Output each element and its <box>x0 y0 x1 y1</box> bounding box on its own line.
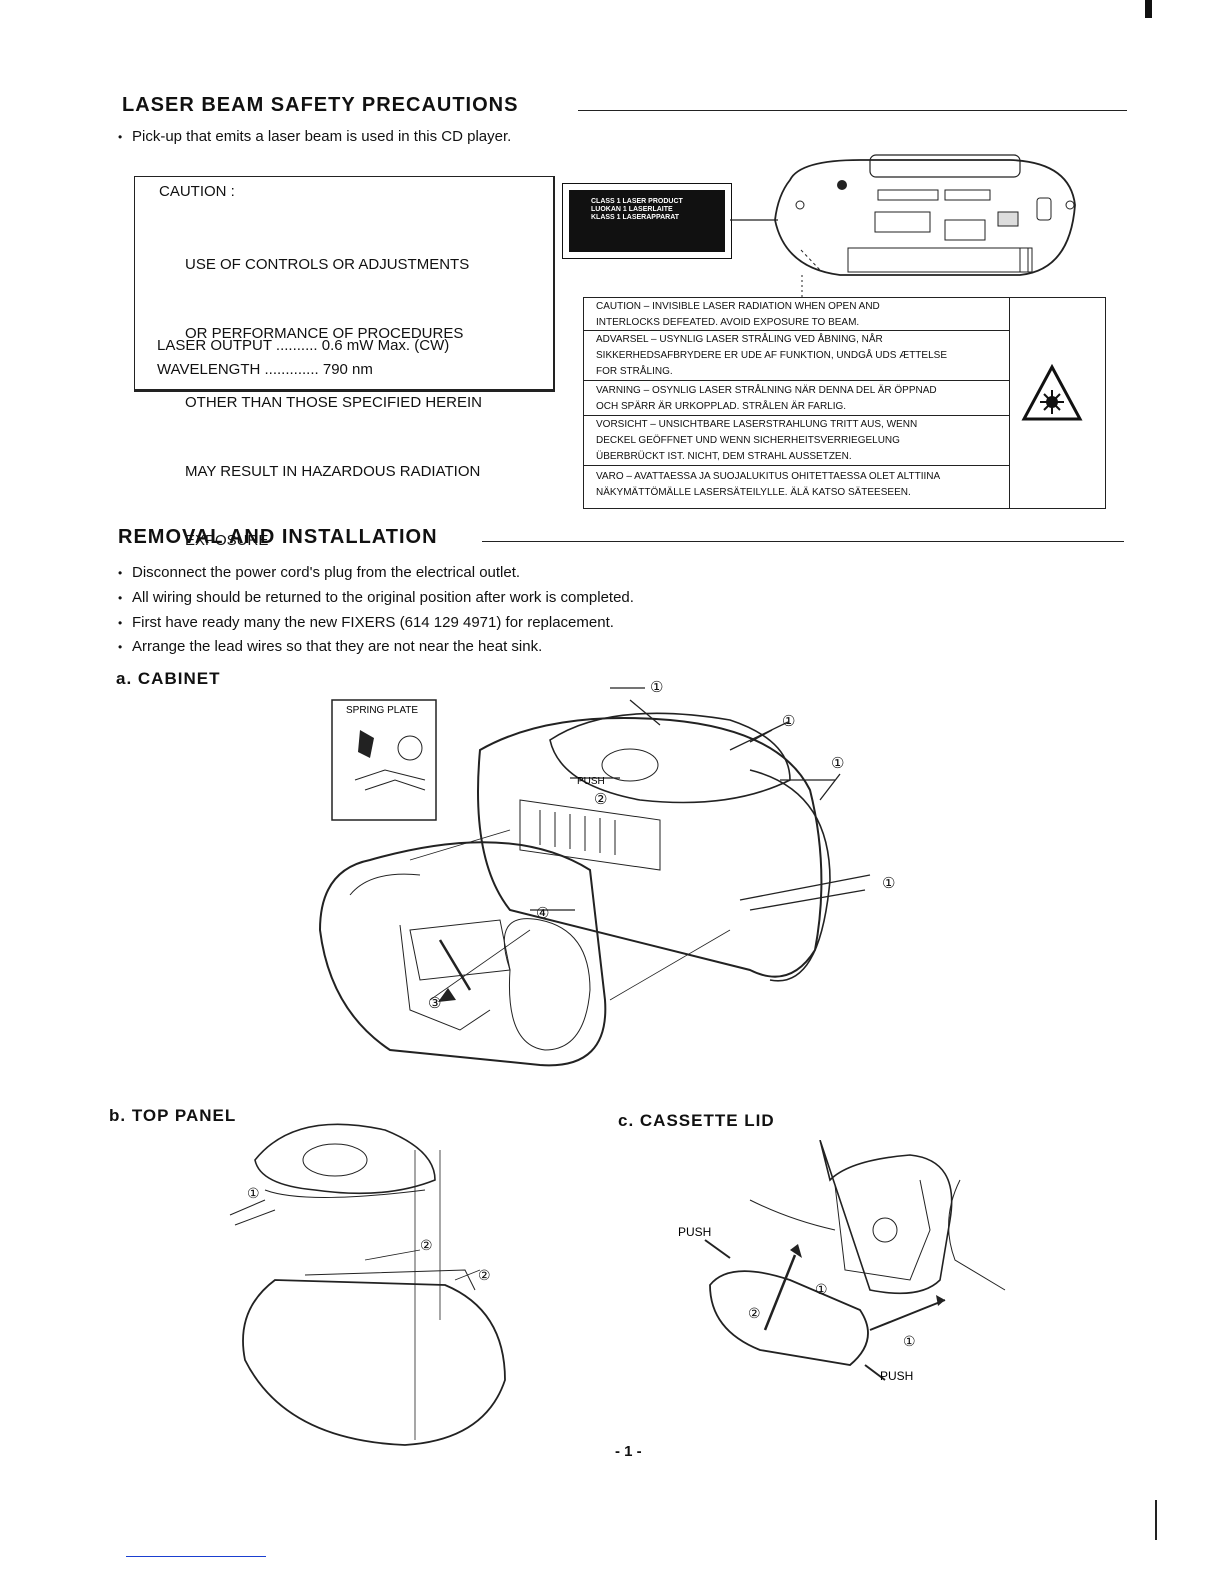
class-label-line: KLASS 1 LASERAPPARAT <box>591 214 680 221</box>
caution-line: OR PERFORMANCE OF PROCEDURES <box>185 325 464 342</box>
spring-plate-label: SPRING PLATE <box>346 705 418 716</box>
warning-row-caution: CAUTION – INVISIBLE LASER RADIATION WHEN… <box>584 298 1009 331</box>
warning-line: VORSICHT – UNSICHTBARE LASERSTRAHLUNG TR… <box>596 419 918 430</box>
warning-line: ÜBERBRÜCKT IST. NICHT, DEM STRAHL AUSSET… <box>596 451 852 462</box>
caution-heading: CAUTION : <box>159 183 235 200</box>
warning-line: NÄKYMÄTTÖMÄLLE LASERSÄTEILYLLE. ÄLÄ KATS… <box>596 487 911 498</box>
removal-title-rule <box>482 541 1124 542</box>
warning-line: SIKKERHEDSAFBRYDERE ER UDE AF FUNKTION, … <box>596 350 947 361</box>
class-label-line: LUOKAN 1 LASERLAITE <box>591 206 673 213</box>
class-1-laser-label: CLASS 1 LASER PRODUCT LUOKAN 1 LASERLAIT… <box>562 183 732 259</box>
cassette-callout: ① <box>815 1281 828 1297</box>
caution-box: CAUTION : USE OF CONTROLS OR ADJUSTMENTS… <box>134 176 555 549</box>
cabinet-callout: ① <box>882 875 895 892</box>
cassette-lid-title: c. CASSETTE LID <box>618 1111 775 1130</box>
top-panel-callout: ② <box>478 1267 491 1283</box>
caution-line: EXPOSURE <box>185 532 269 549</box>
warning-line: VARNING – OSYNLIG LASER STRÅLNING NÄR DE… <box>596 385 937 396</box>
cassette-push-label: PUSH <box>880 1369 913 1383</box>
cabinet-callout: ① <box>831 755 844 772</box>
warning-line: FOR STRÅLING. <box>596 366 673 377</box>
wavelength: WAVELENGTH ............. 790 nm <box>157 361 373 378</box>
class-label-line: CLASS 1 LASER PRODUCT <box>591 198 683 205</box>
removal-bullet: Arrange the lead wires so that they are … <box>118 638 542 655</box>
warning-line: ADVARSEL – USYNLIG LASER STRÅLING VED ÅB… <box>596 334 883 345</box>
warning-row-vorsicht: VORSICHT – UNSICHTBARE LASERSTRAHLUNG TR… <box>584 416 1009 466</box>
cabinet-callout: ③ <box>428 995 441 1012</box>
warning-row-varo: VARO – AVATTAESSA JA SUOJALUKITUS OHITET… <box>584 466 1009 506</box>
cassette-lid-diagram: ① ① ② PUSH PUSH <box>678 1140 1006 1383</box>
top-panel-callout: ① <box>247 1185 260 1201</box>
warning-line: INTERLOCKS DEFEATED. AVOID EXPOSURE TO B… <box>596 317 860 328</box>
cassette-callout: ② <box>748 1305 761 1321</box>
removal-bullet: All wiring should be returned to the ori… <box>118 589 634 606</box>
cabinet-callout: ④ <box>536 905 549 922</box>
warning-line: CAUTION – INVISIBLE LASER RADIATION WHEN… <box>596 301 880 312</box>
cabinet-callout: ② <box>594 791 607 808</box>
class-label-plate: CLASS 1 LASER PRODUCT LUOKAN 1 LASERLAIT… <box>569 190 725 252</box>
laser-bullet: Pick-up that emits a laser beam is used … <box>118 128 511 145</box>
laser-warning-table: CAUTION – INVISIBLE LASER RADIATION WHEN… <box>583 297 1106 509</box>
caution-line: OTHER THAN THOSE SPECIFIED HEREIN <box>185 394 482 411</box>
warning-line: OCH SPÄRR ÄR URKOPPLAD. STRÅLEN ÄR FARLI… <box>596 401 847 412</box>
laser-section-title: LASER BEAM SAFETY PRECAUTIONS <box>122 94 519 116</box>
warning-line: DECKEL GEÖFFNET UND WENN SICHERHEITSVERR… <box>596 435 900 446</box>
removal-section-title: REMOVAL AND INSTALLATION <box>118 526 438 548</box>
page-number: - 1 - <box>615 1443 642 1460</box>
warning-line: VARO – AVATTAESSA JA SUOJALUKITUS OHITET… <box>596 471 941 482</box>
scan-underline <box>126 1556 266 1557</box>
cabinet-push-label: PUSH <box>577 776 605 787</box>
laser-title-rule <box>578 110 1127 111</box>
top-panel-title: b. TOP PANEL <box>109 1106 237 1125</box>
laser-output: LASER OUTPUT .......... 0.6 mW Max. (CW) <box>157 337 450 354</box>
laser-hazard-icon <box>1021 364 1083 421</box>
caution-line: USE OF CONTROLS OR ADJUSTMENTS <box>185 256 470 273</box>
cabinet-exploded-diagram: SPRING PLATE ① ① ① ① ② ③ ④ PUSH <box>318 679 895 1067</box>
removal-bullet: Disconnect the power cord's plug from th… <box>118 564 520 581</box>
corner-mark <box>1145 0 1152 18</box>
warning-row-varning: VARNING – OSYNLIG LASER STRÅLNING NÄR DE… <box>584 381 1009 416</box>
removal-bullet: First have ready many the new FIXERS (61… <box>118 614 614 631</box>
warning-text-column: CAUTION – INVISIBLE LASER RADIATION WHEN… <box>584 298 1010 508</box>
caution-body: USE OF CONTROLS OR ADJUSTMENTS OR PERFOR… <box>185 207 482 598</box>
boombox-rear-illustration <box>730 154 1076 300</box>
cabinet-callout: ① <box>782 713 795 730</box>
top-panel-callout: ② <box>420 1237 433 1253</box>
cabinet-callout: ① <box>650 679 663 696</box>
warning-row-advarsel: ADVARSEL – USYNLIG LASER STRÅLING VED ÅB… <box>584 331 1009 381</box>
cassette-callout: ① <box>903 1333 916 1349</box>
caution-line: MAY RESULT IN HAZARDOUS RADIATION <box>185 463 481 480</box>
scan-mark <box>1155 1500 1157 1540</box>
top-panel-diagram: ① ② ② <box>229 1123 506 1446</box>
cassette-push-label: PUSH <box>678 1225 711 1239</box>
cabinet-title: a. CABINET <box>116 669 221 688</box>
